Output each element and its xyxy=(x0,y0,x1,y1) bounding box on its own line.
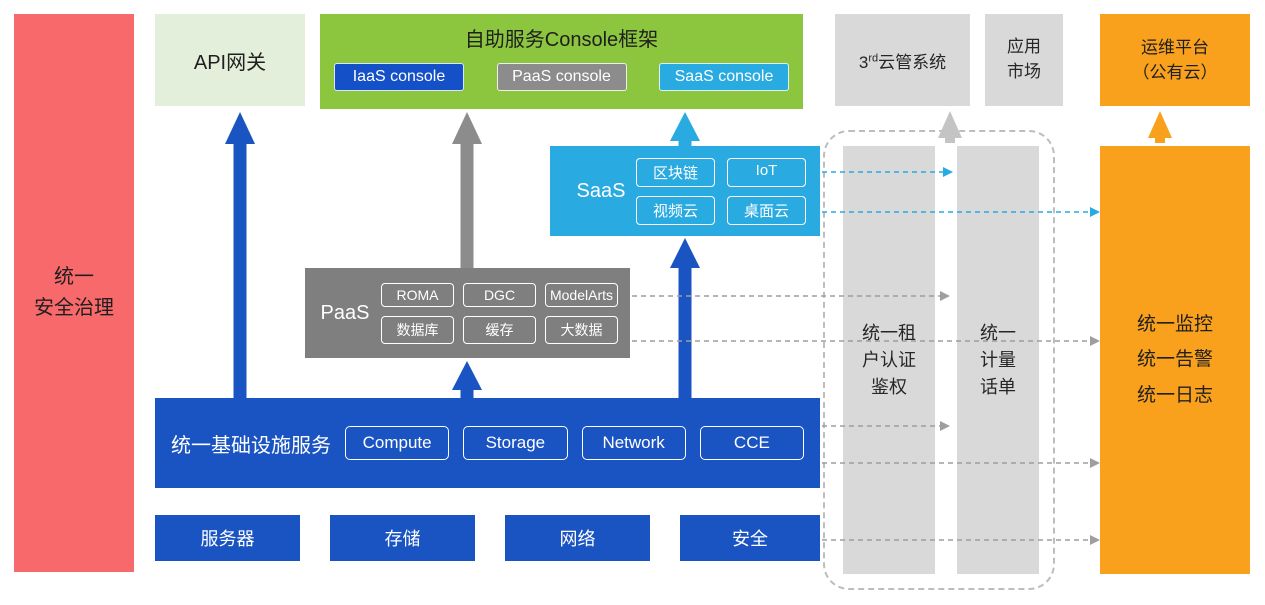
arrow-iaas-to-api-gateway xyxy=(225,112,255,398)
arrow-iaas-to-saas xyxy=(670,238,700,398)
tenant-auth-column: 统一租 户认证 鉴权 xyxy=(843,146,935,574)
security-governance-label: 统一 安全治理 xyxy=(34,266,114,319)
console-buttons-row: IaaS console PaaS console SaaS console xyxy=(320,52,803,91)
om-platform-box: 运维平台 （公有云） xyxy=(1100,14,1250,106)
paas-chip-database: 数据库 xyxy=(381,315,454,344)
paas-console-button: PaaS console xyxy=(496,63,627,91)
saas-layer-label: SaaS xyxy=(576,179,626,202)
saas-chip-grid: 区块链 IoT 视频云 桌面云 xyxy=(636,157,806,225)
saas-chip-video-cloud: 视频云 xyxy=(636,195,715,225)
paas-chip-bigdata: 大数据 xyxy=(545,315,618,344)
foundation-box-security: 安全 xyxy=(680,515,820,561)
security-governance-bar: 统一 安全治理 xyxy=(14,14,134,572)
arrow-iaas-to-paas xyxy=(452,361,482,398)
iaas-console-button: IaaS console xyxy=(334,63,464,91)
iaas-chip-compute: Compute xyxy=(345,426,450,460)
saas-chip-iot: IoT xyxy=(727,157,806,187)
iaas-layer-label: 统一基础设施服务 xyxy=(171,434,331,457)
paas-chip-grid: ROMA DGC ModelArts 数据库 缓存 大数据 xyxy=(381,282,618,344)
third-party-superscript: rd xyxy=(868,51,879,64)
foundation-box-storage: 存储 xyxy=(330,515,475,561)
app-market-label: 应用 市场 xyxy=(1007,37,1041,81)
arrow-paas-to-console xyxy=(452,112,482,268)
monitor-alarm-log-label: 统一监控 统一告警 统一日志 xyxy=(1136,314,1213,406)
paas-chip-cache: 缓存 xyxy=(463,315,536,344)
paas-chip-modelarts: ModelArts xyxy=(545,282,618,307)
arrow-monitor-to-om-platform xyxy=(1148,111,1172,143)
console-framework-box: 自助服务Console框架 IaaS console PaaS console … xyxy=(320,14,803,109)
console-framework-title: 自助服务Console框架 xyxy=(464,29,659,51)
metering-label: 统一 计量 话单 xyxy=(980,322,1016,397)
iaas-chip-cce: CCE xyxy=(699,426,804,460)
api-gateway-box: API网关 xyxy=(155,14,305,106)
paas-chip-roma: ROMA xyxy=(381,282,454,307)
iaas-chip-network: Network xyxy=(581,426,686,460)
iaas-layer-box: 统一基础设施服务 Compute Storage Network CCE xyxy=(155,398,820,488)
om-platform-label: 运维平台 （公有云） xyxy=(1132,37,1218,83)
saas-chip-blockchain: 区块链 xyxy=(636,157,715,187)
monitor-alarm-log-bar: 统一监控 统一告警 统一日志 xyxy=(1100,146,1250,574)
foundation-box-server: 服务器 xyxy=(155,515,300,561)
iaas-chip-storage: Storage xyxy=(463,426,568,460)
third-party-cloud-mgmt-box: 3rd云管系统 xyxy=(835,14,970,106)
tenant-auth-label: 统一租 户认证 鉴权 xyxy=(862,322,916,397)
third-party-cloud-mgmt-label: 3rd云管系统 xyxy=(858,51,947,72)
paas-chip-dgc: DGC xyxy=(463,282,536,307)
app-market-box: 应用 市场 xyxy=(985,14,1063,106)
paas-layer-label: PaaS xyxy=(320,301,370,324)
saas-console-button: SaaS console xyxy=(659,63,789,91)
metering-column: 统一 计量 话单 xyxy=(957,146,1039,574)
paas-layer-box: PaaS ROMA DGC ModelArts 数据库 缓存 大数据 xyxy=(305,268,630,358)
saas-chip-desktop-cloud: 桌面云 xyxy=(727,195,806,225)
saas-layer-box: SaaS 区块链 IoT 视频云 桌面云 xyxy=(550,146,820,236)
foundation-box-network: 网络 xyxy=(505,515,650,561)
arrow-saas-to-console xyxy=(670,112,700,146)
api-gateway-label: API网关 xyxy=(193,51,267,74)
